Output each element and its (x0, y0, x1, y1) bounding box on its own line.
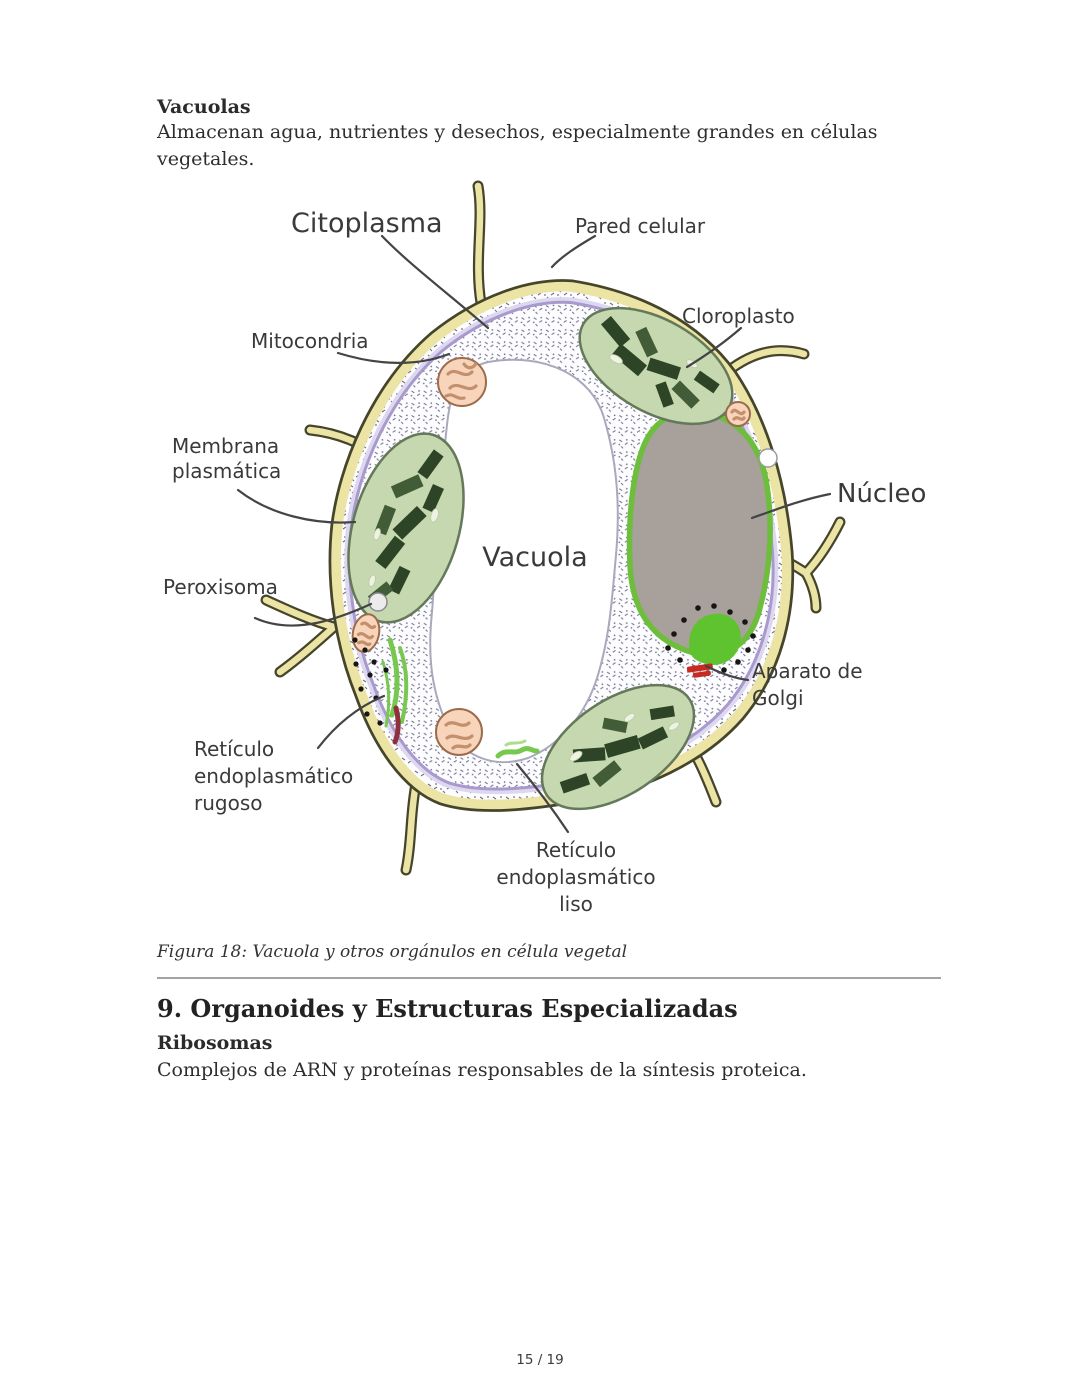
page-number: 15 / 19 (516, 1352, 564, 1368)
rough-er (352, 637, 409, 745)
label-peroxisoma: Peroxisoma (163, 575, 278, 599)
leader-re-rugoso (316, 694, 386, 750)
figure-caption: Figura 18: Vacuola y otros orgánulos en … (157, 942, 628, 962)
leader-pared-celular (550, 234, 597, 269)
ribosomas-subheading: Ribosomas (157, 1032, 273, 1054)
label-re-rugoso-3: rugoso (194, 791, 263, 815)
label-golgi-2: Golgi (752, 686, 804, 710)
leader-citoplasma (380, 234, 490, 330)
vesicle (758, 448, 778, 468)
organoides-heading: 9. Organoides y Estructuras Especializad… (157, 994, 738, 1023)
nucleus (630, 412, 771, 655)
section-divider (157, 977, 941, 979)
leader-re-liso (515, 762, 570, 834)
label-membrana-2: plasmática (172, 459, 281, 483)
chloroplast-left (347, 432, 465, 624)
label-mitocondria: Mitocondria (251, 329, 369, 353)
vacuolas-body: Almacenan agua, nutrientes y desechos, e… (157, 121, 878, 170)
cell-diagram: Citoplasma Pared celular Mitocondria Clo… (163, 180, 926, 916)
label-re-rugoso-2: endoplasmático (194, 764, 353, 788)
label-re-rugoso-1: Retículo (194, 737, 274, 761)
mitochondrion-bottom (435, 708, 483, 756)
cell-wall-spikes (260, 180, 846, 876)
mitochondrion-right (725, 401, 751, 427)
smooth-er (495, 739, 540, 759)
leader-nucleo (750, 492, 832, 520)
leader-membrana (236, 488, 357, 524)
vacuolas-heading: Vacuolas (157, 96, 251, 118)
leader-peroxisoma (253, 602, 373, 627)
leader-mitocondria (336, 351, 451, 364)
ribosomas-body: Complejos de ARN y proteínas responsable… (157, 1059, 807, 1081)
label-golgi-1: Aparato de (752, 659, 863, 683)
leader-lines (236, 234, 832, 834)
label-nucleo: Núcleo (837, 479, 926, 509)
peroxisome (368, 592, 388, 612)
label-citoplasma: Citoplasma (291, 208, 443, 239)
label-re-liso-3: liso (559, 892, 593, 916)
mitochondrion-top (437, 357, 487, 407)
chloroplast-top (578, 306, 734, 426)
chloroplast-bottom (540, 683, 696, 811)
label-re-liso-1: Retículo (536, 838, 616, 862)
label-re-liso-2: endoplasmático (496, 865, 655, 889)
leader-golgi (704, 664, 750, 682)
label-membrana-1: Membrana (172, 434, 279, 458)
mitochondrion-left (351, 613, 381, 653)
diagram-labels: Citoplasma Pared celular Mitocondria Clo… (163, 208, 926, 916)
label-pared-celular: Pared celular (575, 214, 706, 238)
label-cloroplasto: Cloroplasto (682, 304, 795, 328)
label-vacuola: Vacuola (482, 542, 587, 573)
leader-cloroplasto (685, 326, 743, 369)
